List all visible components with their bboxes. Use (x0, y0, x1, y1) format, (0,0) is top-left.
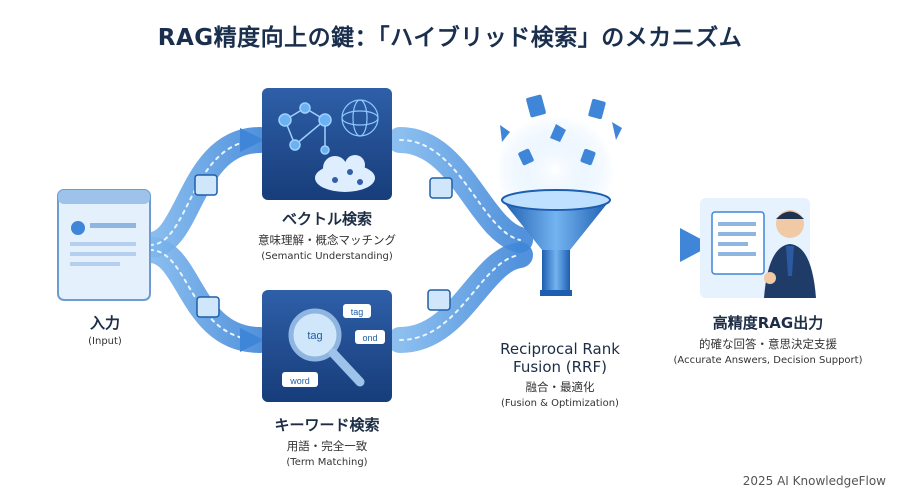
vector-label-block: ベクトル検索 意味理解・概念マッチング (Semantic Understand… (237, 208, 417, 262)
cube-icon (427, 289, 451, 311)
input-label-block: 入力 (Input) (50, 312, 160, 347)
vector-label: ベクトル検索 (281, 210, 372, 228)
businessman-icon (764, 210, 816, 298)
rrf-label-line2: Fusion (RRF) (513, 358, 607, 376)
keyword-en: (Term Matching) (286, 457, 368, 468)
tag-chip-1: tag (351, 307, 364, 317)
page-title: RAG精度向上の鍵：「ハイブリッド検索」のメカニズム (157, 25, 743, 51)
output-sub: 的確な回答・意思決定支援 (699, 337, 837, 351)
vector-sub: 意味理解・概念マッチング (258, 233, 396, 247)
rrf-en: (Fusion & Optimization) (501, 398, 619, 409)
footer-credit: 2025 AI KnowledgeFlow (742, 474, 886, 488)
keyword-search-card: tag ond tag word (262, 290, 392, 402)
arrow-keyword-icon (240, 328, 264, 352)
keyword-label-block: キーワード検索 用語・完全一致 (Term Matching) (237, 414, 417, 468)
keyword-label: キーワード検索 (274, 416, 380, 434)
output-en: (Accurate Answers, Decision Support) (673, 355, 863, 366)
output-label-block: 高精度RAG出力 的確な回答・意思決定支援 (Accurate Answers,… (668, 312, 868, 366)
pipe-arrowheads (240, 128, 712, 352)
doc-icon (588, 98, 606, 120)
tag-in-lens: tag (307, 330, 322, 342)
data-cubes (194, 174, 453, 318)
vector-en: (Semantic Understanding) (261, 251, 393, 262)
sphere-mesh-icon (341, 99, 379, 137)
input-sub: (Input) (88, 336, 122, 347)
rrf-label-line1: Reciprocal Rank (500, 340, 620, 358)
cube-icon (196, 296, 220, 318)
output-label: 高精度RAG出力 (712, 314, 824, 332)
doc-icon (580, 148, 596, 166)
tag-chip-3: word (289, 376, 310, 386)
input-monitor-icon (57, 189, 151, 301)
rrf-sub: 融合・最適化 (525, 380, 595, 394)
arrow-output-icon (680, 228, 712, 262)
keyword-sub: 用語・完全一致 (286, 439, 368, 453)
network-graph-icon (278, 102, 332, 155)
arrow-vector-icon (240, 128, 264, 152)
rrf-label-block: Reciprocal Rank Fusion (RRF) 融合・最適化 (Fus… (470, 340, 650, 409)
doc-icon (526, 94, 546, 118)
output-illustration (700, 198, 816, 298)
tag-chip-2: ond (362, 333, 377, 343)
vector-search-card (262, 88, 392, 200)
gem-icon (612, 122, 622, 140)
gem-icon (500, 125, 510, 142)
flow-pipes (137, 127, 703, 353)
magnifier-icon (288, 308, 365, 387)
rrf-funnel-icon (495, 94, 622, 296)
gem-icon (550, 124, 566, 142)
cube-icon (429, 177, 453, 199)
doc-icon (518, 148, 534, 166)
input-label: 入力 (89, 314, 120, 332)
cube-icon (194, 174, 218, 196)
cloud-icon (315, 155, 375, 192)
